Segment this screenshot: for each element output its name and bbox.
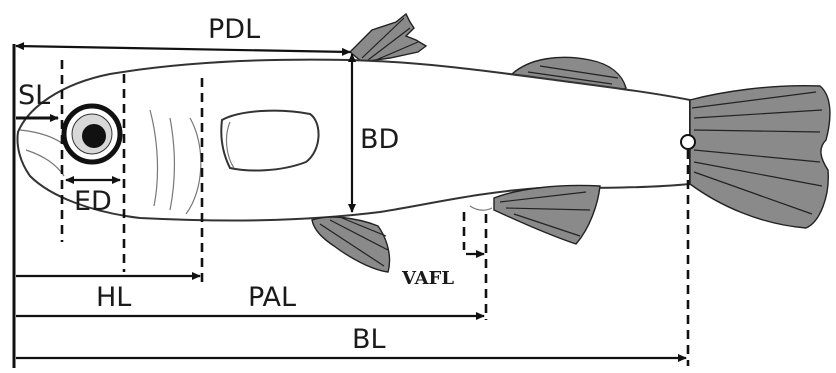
- pal-label: PAL: [248, 282, 296, 313]
- vafl-label: VAFL: [401, 268, 454, 289]
- anal-fin: [494, 186, 600, 245]
- vent-notch: [470, 206, 492, 210]
- ed-label: ED: [74, 186, 112, 217]
- bd-label: BD: [360, 124, 399, 155]
- tail-landmark-circle: [681, 135, 695, 149]
- bl-label: BL: [352, 324, 386, 355]
- pdl-label: PDL: [208, 14, 260, 45]
- hl-label: HL: [96, 282, 131, 313]
- pectoral-fin: [221, 111, 318, 171]
- eye-pupil: [82, 124, 106, 148]
- pdl-arrow: [16, 46, 350, 52]
- fish-illustration: [18, 14, 830, 272]
- sl-label: SL: [18, 80, 50, 111]
